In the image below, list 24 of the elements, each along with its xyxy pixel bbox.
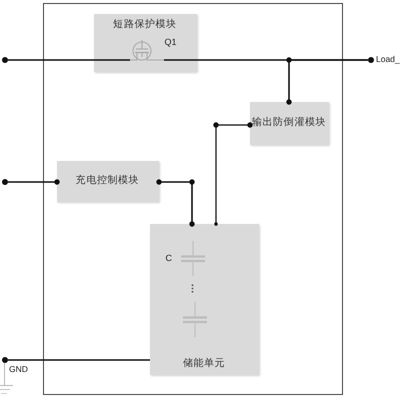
- terminal-dot: [368, 57, 374, 63]
- terminal-label: GND: [9, 364, 28, 374]
- module-box: [250, 102, 328, 144]
- module-box: [56, 160, 158, 202]
- wire: [8, 59, 130, 61]
- module-box: [94, 14, 196, 72]
- module-title: 充电控制模块: [76, 175, 140, 187]
- terminal-dot: [2, 179, 8, 185]
- terminal-label: Load_: [376, 54, 400, 64]
- wire: [213, 122, 253, 226]
- terminal-dot: [2, 57, 8, 63]
- module-box: [150, 224, 258, 374]
- transistor-symbol: [130, 40, 164, 62]
- enclosure-frame: [43, 3, 343, 395]
- wire: [8, 359, 150, 361]
- component-label: C: [166, 252, 172, 264]
- module-title: 储能单元: [182, 358, 226, 370]
- module-title: 短路保护模块: [113, 18, 177, 30]
- wire: [286, 57, 368, 105]
- terminal-dot: [2, 357, 8, 363]
- wire: [8, 179, 60, 185]
- module-title: 输出防倒灌模块: [252, 117, 326, 129]
- wire: [156, 179, 195, 227]
- component-label: Q1: [164, 36, 177, 48]
